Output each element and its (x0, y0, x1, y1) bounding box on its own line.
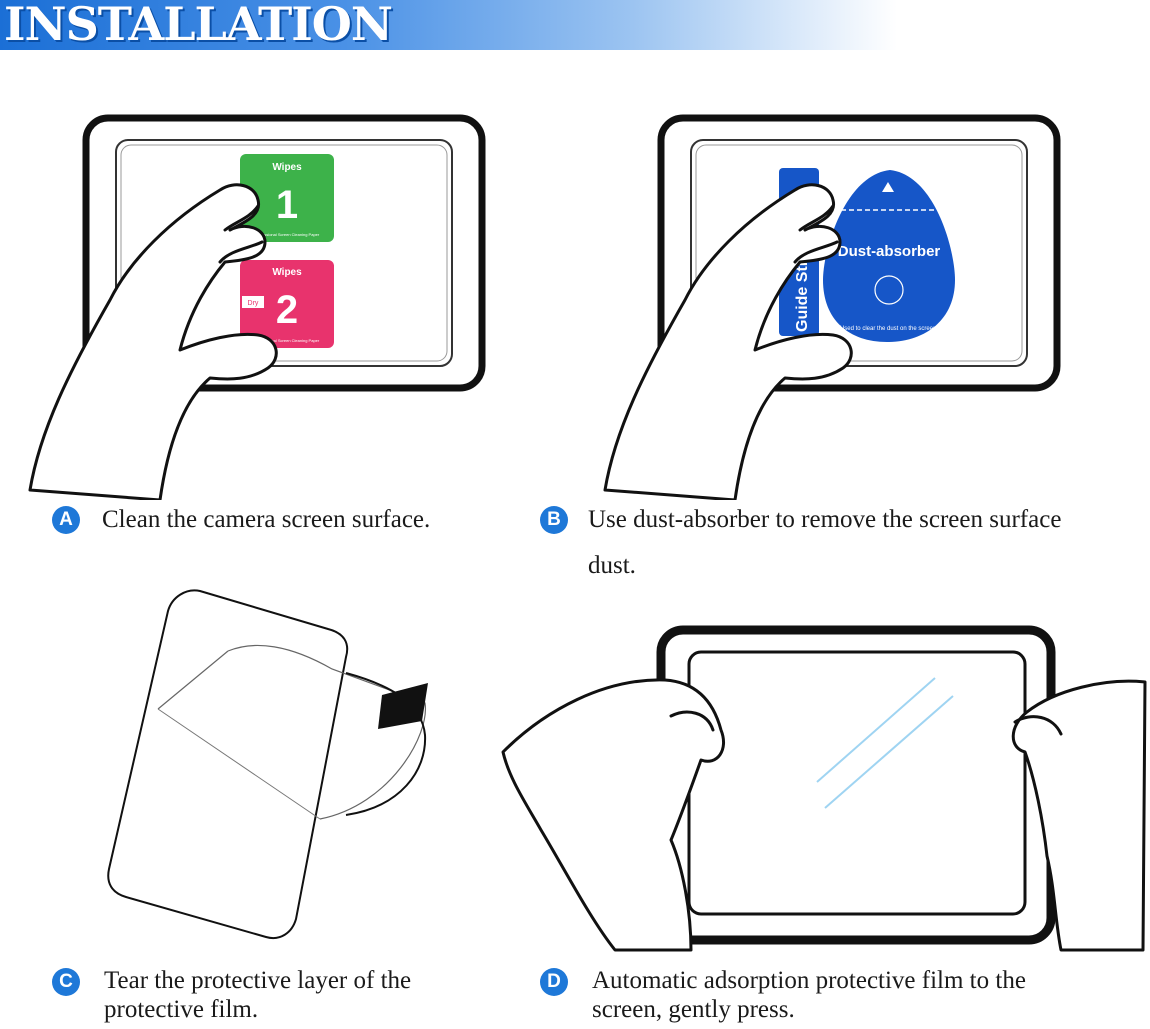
protective-film (107, 589, 427, 939)
svg-text:Wipes: Wipes (272, 267, 302, 278)
svg-text:2: 2 (276, 288, 298, 332)
svg-text:Dry: Dry (248, 300, 259, 307)
panel-a-illustration: Wipes 1 Professional Screen Cleaning Pap… (20, 110, 500, 500)
step-d-badge: D (540, 968, 568, 996)
header-banner: INSTALLATION (0, 0, 1150, 50)
svg-text:1: 1 (276, 183, 298, 227)
step-a-text: Clean the camera screen surface. (102, 506, 431, 533)
step-b-text: Use dust-absorber to remove the screen s… (588, 506, 1062, 579)
panel-d-illustration (495, 620, 1150, 960)
panel-b-illustration: Guide Sticker Dust-absorber Used to clea… (595, 110, 1075, 500)
hand-d-right (1011, 679, 1147, 952)
step-d-caption: D Automatic adsorption protective film t… (540, 966, 1140, 1026)
step-a-badge: A (52, 506, 80, 534)
step-c-text: Tear the protective layer of the protect… (104, 967, 412, 1023)
step-b-caption: B Use dust-absorber to remove the screen… (540, 497, 1140, 589)
wipe-1-packet: Wipes 1 Professional Screen Cleaning Pap… (240, 154, 334, 242)
wipe-2-packet: Wipes Dry 2 Professional Screen Cleaning… (240, 260, 334, 348)
step-b-badge: B (540, 506, 568, 534)
step-c-caption: C Tear the protective layer of the prote… (52, 966, 532, 1026)
hand-a (28, 183, 278, 500)
film-tab (378, 683, 428, 729)
step-d-text: Automatic adsorption protective film to … (592, 967, 1026, 1023)
svg-text:Used to clear the dust on the: Used to clear the dust on the screen. (840, 326, 938, 332)
panel-c-illustration (100, 585, 460, 955)
dust-absorber-sticker: Dust-absorber Used to clear the dust on … (823, 170, 955, 342)
hand-b (603, 183, 853, 500)
hand-d-left (501, 678, 725, 952)
svg-text:Dust-absorber: Dust-absorber (838, 243, 941, 260)
step-c-badge: C (52, 968, 80, 996)
svg-text:Wipes: Wipes (272, 162, 302, 173)
svg-text:Professional Screen Cleaning P: Professional Screen Cleaning Paper (255, 338, 320, 343)
header-title: INSTALLATION (4, 0, 393, 51)
step-a-caption: A Clean the camera screen surface. (52, 497, 532, 543)
svg-text:Professional Screen Cleaning P: Professional Screen Cleaning Paper (255, 232, 320, 237)
